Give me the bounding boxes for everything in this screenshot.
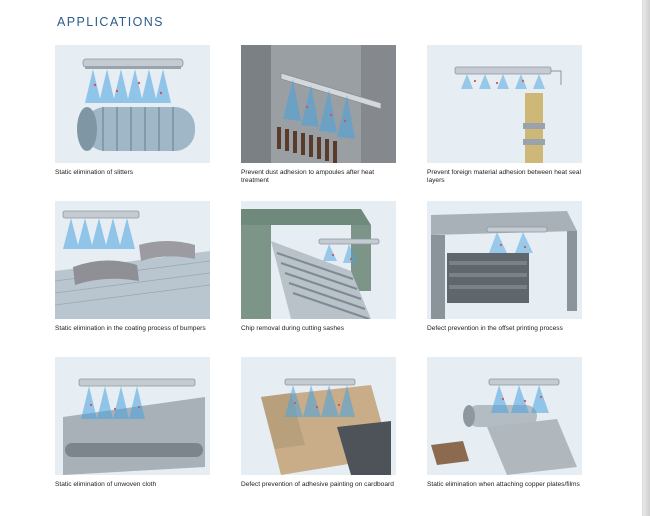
heat-seal-illustration bbox=[427, 45, 582, 163]
copper-films-illustration bbox=[427, 357, 582, 475]
ampoules-illustration bbox=[241, 45, 396, 163]
page-edge-strip bbox=[643, 0, 650, 516]
application-caption: Static elimination when attaching copper… bbox=[427, 481, 580, 488]
bumpers-illustration bbox=[55, 201, 210, 319]
application-caption: Static elimination of unwoven cloth bbox=[55, 481, 157, 488]
application-card-offset-printing: Defect prevention in the offset printing… bbox=[427, 201, 582, 333]
application-caption: Prevent foreign material adhesion betwee… bbox=[427, 169, 581, 184]
unwoven-cloth-illustration bbox=[55, 357, 210, 475]
application-card-slitter: Static elimination of slitters bbox=[55, 45, 210, 177]
cardboard-illustration bbox=[241, 357, 396, 475]
application-card-cardboard: Defect prevention of adhesive painting o… bbox=[241, 357, 396, 489]
slitter-illustration bbox=[55, 45, 210, 163]
application-caption: Static elimination of slitters bbox=[55, 169, 134, 176]
application-card-heat-seal: Prevent foreign material adhesion betwee… bbox=[427, 45, 582, 185]
page-edge-line bbox=[642, 0, 643, 516]
application-card-copper-films: Static elimination when attaching copper… bbox=[427, 357, 582, 489]
application-caption: Chip removal during cutting sashes bbox=[241, 325, 344, 332]
application-card-ampoules: Prevent dust adhesion to ampoules after … bbox=[241, 45, 396, 185]
offset-printing-illustration bbox=[427, 201, 582, 319]
application-caption: Prevent dust adhesion to ampoules after … bbox=[241, 169, 375, 184]
application-card-sashes: Chip removal during cutting sashes bbox=[241, 201, 396, 333]
application-card-bumpers: Static elimination in the coating proces… bbox=[55, 201, 210, 333]
application-card-unwoven-cloth: Static elimination of unwoven cloth bbox=[55, 357, 210, 489]
page-title: APPLICATIONS bbox=[57, 15, 164, 29]
application-caption: Defect prevention in the offset printing… bbox=[427, 325, 563, 332]
sashes-illustration bbox=[241, 201, 396, 319]
application-caption: Static elimination in the coating proces… bbox=[55, 325, 206, 332]
application-caption: Defect prevention of adhesive painting o… bbox=[241, 481, 394, 488]
